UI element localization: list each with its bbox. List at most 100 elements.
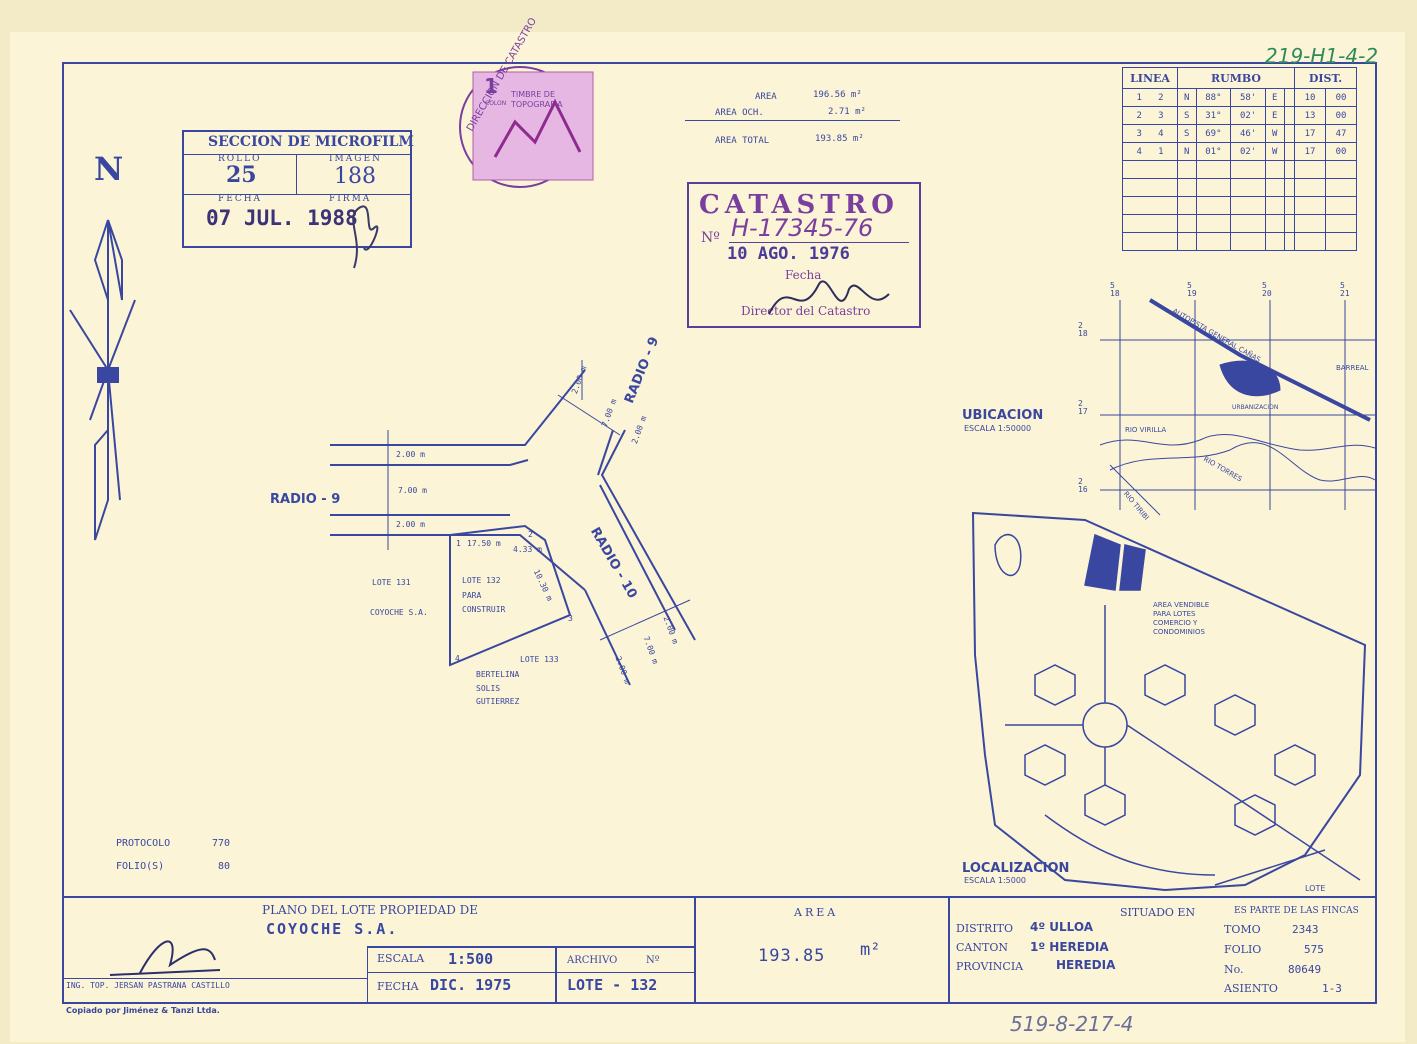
tomo-value: 2343 [1292,923,1319,936]
owner-name: COYOCHE S.A. [266,920,399,938]
timbre-value: 1 [484,74,498,98]
imagen-value: 188 [334,164,376,189]
lote132-label: CONSTRUIR [462,605,506,614]
area-title: AREA [794,906,839,919]
grid-label: 5 18 [1110,281,1120,298]
tomo-label: TOMO [1224,923,1261,936]
catastro-fecha-label: Fecha [785,268,822,282]
firma-label: FIRMA [329,194,372,204]
lote131-label: LOTE 131 [372,578,411,587]
owner133-label: GUTIERREZ [476,697,520,706]
grid-label: 5 20 [1262,281,1272,298]
escala-value: 1:500 [448,950,494,968]
archivo-label: ARCHIVO [567,955,618,966]
north-label: N [94,150,124,188]
ubicacion-scale: ESCALA 1:50000 [964,424,1032,433]
grid-label: 2 17 [1078,399,1088,416]
area-value: 196.56 m² [813,90,862,100]
reference-number-bottom: 519-8-217-4 [1010,1012,1134,1036]
folio-label: FOLIO(S) [116,861,165,872]
distrito-value: 4º ULLOA [1030,920,1094,934]
imagen-label: IMAGEN [329,154,382,164]
owner133-label: SOLIS [476,684,501,693]
fecha-value: DIC. 1975 [430,976,512,994]
vertex-label: 4 [455,654,460,663]
finca-no-value: 80649 [1288,963,1322,976]
plano-label: PLANO DEL LOTE PROPIEDAD DE [262,903,479,917]
provincia-value: HEREDIA [1056,958,1116,972]
finca-no-label: No. [1224,963,1244,976]
north-arrow-icon [69,219,136,541]
map-label-urbanizacion: URBANIZACION [1232,404,1279,411]
col-linea: LINEA [1122,67,1178,89]
col-rumbo: RUMBO [1177,67,1295,89]
vertex-label: 1 [456,539,461,548]
copiado-label: Copiado por Jiménez & Tanzi Ltda. [66,1006,220,1015]
microfilm-title: SECCION DE MICROFILM [208,134,415,150]
rollo-label: ROLLO [218,154,262,164]
asiento-value: 1-3 [1322,982,1342,995]
catastro-stamp: CATASTRO Nº H-17345-76 10 AGO. 1976 Fech… [687,182,921,328]
timbre-stamp [459,66,594,188]
timbre-unit: COLON [485,100,507,107]
protocolo-value: 770 [212,838,231,849]
dim-label: 2.00 m [396,450,425,459]
grid-label: 5 19 [1187,281,1197,298]
lote133-label: LOTE 133 [520,655,559,664]
microfilm-stamp: SECCION DE MICROFILM ROLLO 25 IMAGEN 188… [182,130,415,269]
area-label: AREA [755,92,777,102]
vertex-label: 2 [528,530,533,539]
map-label-barreal: BARREAL [1336,364,1369,372]
lote132-label: LOTE 132 [462,576,501,585]
lot-plan-drawing [330,360,696,686]
dim-label: 7.00 m [398,486,427,495]
asiento-label: ASIENTO [1224,982,1278,995]
area-och-label: AREA OCH. [715,108,764,118]
radio9-left-label: RADIO - 9 [270,492,341,507]
archivo-no-label: Nº [646,955,660,966]
escala-label: ESCALA [377,952,425,965]
fincas-label: ES PARTE DE LAS FINCAS [1234,906,1359,916]
timbre-label: TIMBRE DE TOPOGRAFIA [511,90,563,109]
area-total: 193.85 [758,946,826,966]
finca-folio-label: FOLIO [1224,943,1262,956]
finca-folio-value: 575 [1304,943,1324,956]
catastro-title: CATASTRO [699,190,899,220]
ubicacion-map [1099,298,1376,516]
engineer-signature-icon [109,940,221,976]
area-vendible-note: CONDOMINIOS [1153,628,1205,636]
area-och-value: 2.71 m² [828,107,866,117]
edge-label: 17.50 m [467,539,501,548]
engineer-name: ING. TOP. JERSAN PASTRANA CASTILLO [66,981,230,990]
dim-label: 2.00 m [396,520,425,529]
title-block-top-rule [62,896,1377,898]
fecha-label: FECHA [218,194,263,204]
ubicacion-title: UBICACION [962,408,1044,423]
grid-label: 2 16 [1078,477,1088,494]
canton-value: 1º HEREDIA [1030,940,1109,954]
col-dist: DIST. [1294,67,1357,89]
owner133-label: BERTELINA [476,670,520,679]
protocolo-label: PROTOCOLO [116,838,171,849]
fecha-label: FECHA [377,980,419,993]
area-unit: m² [860,940,881,960]
distrito-label: DISTRITO [956,922,1014,935]
canton-label: CANTON [956,941,1008,954]
grid-label: 2 18 [1078,321,1088,338]
edge-label: 4.33 m [513,545,542,554]
microfilm-signature-icon [352,205,379,269]
lote132-label: PARA [462,591,482,600]
area-vendible-note: AREA VENDIBLE [1153,601,1210,609]
localizacion-title: LOCALIZACION [962,861,1070,876]
catastro-date: 10 AGO. 1976 [727,244,850,264]
localizacion-scale: ESCALA 1:5000 [964,876,1026,885]
lote-number: LOTE - 132 [567,976,658,994]
drawing-frame [62,62,1377,1004]
lote-marker-label: LOTE [1305,884,1326,893]
provincia-label: PROVINCIA [956,960,1024,973]
